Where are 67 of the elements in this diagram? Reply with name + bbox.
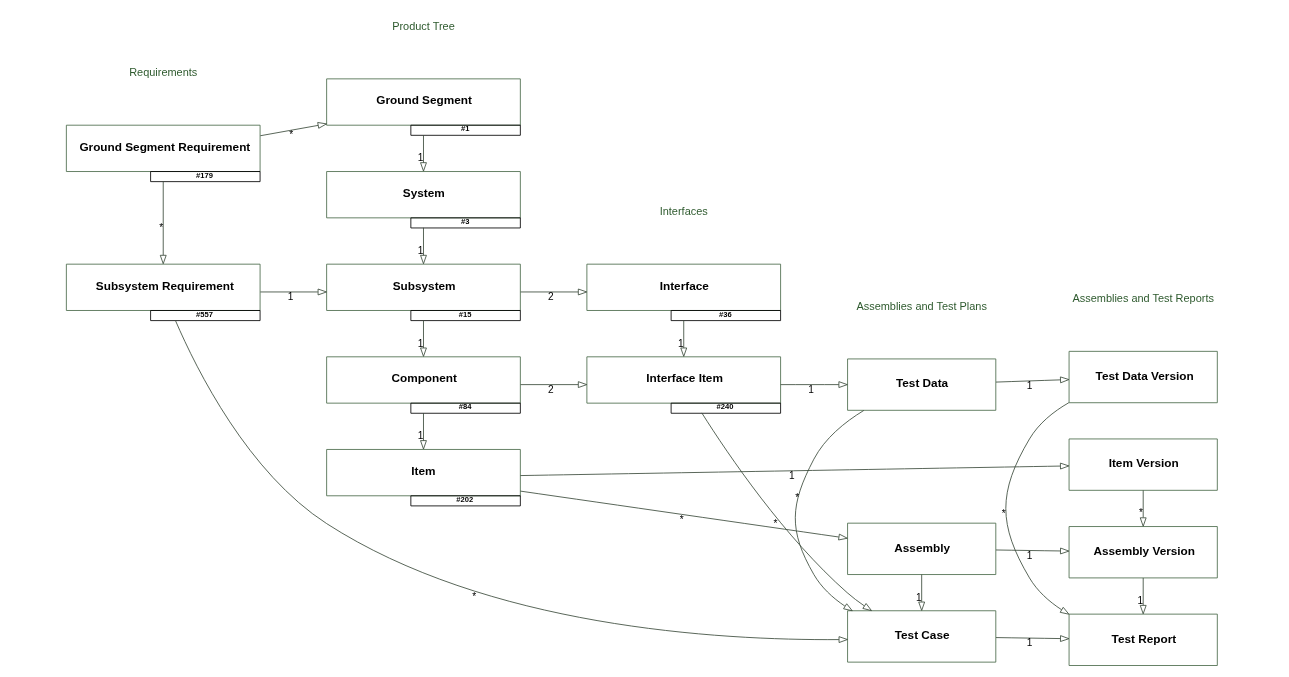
edge-label: * — [1001, 507, 1006, 519]
edge-label: * — [773, 518, 777, 530]
edge-label: * — [471, 590, 476, 602]
edge-label: 1 — [1026, 637, 1032, 649]
arrow — [1139, 489, 1147, 527]
edge-label: * — [1138, 507, 1143, 519]
edge-label: 1 — [417, 430, 423, 442]
label: Assemblies and Test Reports — [1071, 292, 1214, 305]
arrow — [519, 288, 587, 296]
arrow — [259, 122, 327, 137]
node-label: #240 — [716, 402, 733, 412]
edge-label: 1 — [807, 383, 814, 395]
edge-label: 1 — [417, 152, 423, 164]
arrow — [1139, 577, 1147, 615]
edge-label: 2 — [547, 291, 554, 303]
arrow — [679, 319, 687, 357]
node-label: #84 — [458, 402, 472, 412]
node-box: Item Version — [1068, 438, 1218, 491]
edge-label: 1 — [1026, 549, 1032, 561]
edge-label: 1 — [417, 244, 423, 256]
edge-label: * — [679, 513, 684, 525]
edge-label: 1 — [417, 337, 423, 349]
edge-label: 1 — [788, 469, 795, 481]
arrow — [259, 288, 327, 296]
arrow — [519, 490, 848, 541]
node-box: Test Report — [1068, 613, 1218, 666]
node-label: #202 — [455, 494, 473, 504]
arrow — [174, 320, 848, 643]
node-label: #3 — [460, 216, 469, 226]
label: Product Tree — [391, 19, 455, 32]
edge-label: * — [288, 128, 293, 140]
arrow — [995, 547, 1069, 555]
arrow — [419, 319, 427, 357]
edge-label: * — [158, 221, 163, 233]
edge-label: 2 — [547, 383, 554, 395]
node-box: Assembly Version — [1068, 526, 1218, 579]
label: Assemblies and Test Plans — [855, 299, 987, 312]
label: Interfaces — [659, 204, 708, 217]
node-label: #1 — [460, 124, 469, 134]
arrow — [419, 412, 427, 450]
edge-label: 1 — [1136, 594, 1143, 606]
node-box: Test Data Version — [1068, 350, 1218, 404]
arrow — [995, 376, 1069, 384]
node-label: #15 — [458, 309, 472, 319]
edge-label: 1 — [915, 591, 922, 603]
node-box: Test Case — [846, 610, 996, 663]
arrow — [779, 381, 848, 388]
arrow — [794, 410, 864, 612]
node-box: Test Data — [846, 358, 996, 411]
arrow — [917, 574, 925, 611]
arrow — [419, 134, 427, 172]
edge-label: 1 — [287, 291, 293, 303]
edge-label: 1 — [1026, 379, 1032, 391]
node-label: #36 — [718, 309, 732, 319]
label: Requirements — [128, 65, 197, 78]
arrow — [419, 227, 427, 265]
edge-label: 1 — [677, 337, 684, 349]
arrow — [1004, 402, 1069, 615]
arrow — [519, 381, 587, 388]
arrow — [995, 635, 1069, 642]
node-box: Assembly — [846, 522, 996, 575]
edge-label: * — [794, 491, 799, 503]
arrow — [700, 412, 872, 612]
arrow — [159, 180, 167, 265]
node-label: #557 — [195, 309, 213, 319]
node-label: #179 — [195, 170, 213, 180]
arrow — [519, 462, 1069, 476]
